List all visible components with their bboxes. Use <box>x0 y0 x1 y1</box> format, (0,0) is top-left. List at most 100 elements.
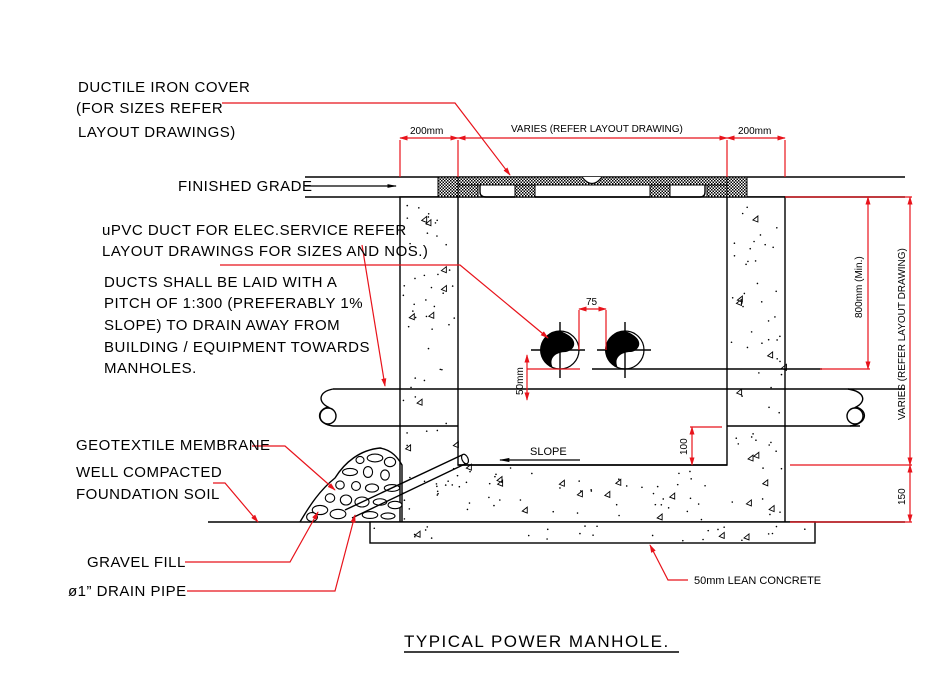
aggregate-dot <box>756 282 759 285</box>
gravel-stone <box>383 456 397 468</box>
aggregate-dot <box>431 328 433 330</box>
aggregate-dot <box>776 226 778 229</box>
aggregate-triangle <box>414 530 421 538</box>
gravel-stone <box>380 512 396 520</box>
aggregate-triangle <box>761 478 769 487</box>
aggregate-dot <box>584 525 586 527</box>
aggregate-dot <box>686 510 689 513</box>
aggregate-dot <box>458 485 461 488</box>
aggregate-dot <box>774 316 776 318</box>
aggregate-dot <box>414 316 417 319</box>
aggregate-dot <box>689 497 692 500</box>
gravel-fill <box>299 447 403 523</box>
aggregate-dot <box>439 368 442 371</box>
aggregate-triangle <box>496 475 503 484</box>
aggregate-dot <box>746 346 749 349</box>
aggregate-triangle <box>521 506 528 514</box>
aggregate-dot <box>746 206 748 209</box>
aggregate-dot <box>750 436 753 438</box>
aggregate-dot <box>406 217 409 219</box>
dim-wall-left: 200mm <box>410 126 443 137</box>
aggregate-dot <box>625 485 628 487</box>
right-dimensions <box>524 196 913 523</box>
aggregate-dot <box>676 483 679 486</box>
aggregate-dot <box>448 323 450 326</box>
aggregate-dot <box>776 339 778 341</box>
dim-total-depth: VARIES (REFER LAYOUT DRAWING) <box>897 248 908 420</box>
gravel-stone <box>329 508 347 520</box>
lean-concrete-label: 50mm LEAN CONCRETE <box>694 575 821 587</box>
aggregate-dot <box>451 484 454 486</box>
aggregate-dot <box>778 411 780 414</box>
aggregate-dot <box>618 478 620 481</box>
aggregate-dot <box>754 260 757 262</box>
aggregate-triangle <box>427 311 435 319</box>
aggregate-dot <box>760 301 763 303</box>
aggregate-dot <box>546 538 548 540</box>
aggregate-dot <box>767 338 770 341</box>
aggregate-dot <box>749 247 752 250</box>
aggregate-dot <box>403 499 406 502</box>
aggregate-dot <box>425 430 428 432</box>
dim-base-thickness: 150 <box>897 488 908 505</box>
aggregate-dot <box>689 470 691 473</box>
aggregate-dot <box>414 396 417 398</box>
drain-pipe-label: ø1” DRAIN PIPE <box>68 583 187 600</box>
aggregate-dot <box>441 368 443 371</box>
aggregate-dot <box>662 498 665 500</box>
aggregate-dot <box>414 377 417 379</box>
duct-pipe <box>318 388 905 427</box>
aggregate-dot <box>752 433 754 435</box>
aggregate-dot <box>426 526 429 528</box>
aggregate-dot <box>590 490 593 492</box>
aggregate-dot <box>580 490 582 492</box>
aggregate-dot <box>750 331 753 333</box>
aggregate-triangle <box>735 388 743 396</box>
aggregate-dot <box>436 494 439 496</box>
aggregate-triangle <box>425 218 432 227</box>
aggregate-dot <box>414 535 416 538</box>
soil-label: WELL COMPACTED FOUNDATION SOIL <box>76 464 222 503</box>
dim-wall-right: 200mm <box>738 126 771 137</box>
gravel-stone <box>361 510 379 520</box>
aggregate-dot <box>618 514 620 517</box>
aggregate-dot <box>660 503 663 506</box>
aggregate-dot <box>509 467 512 469</box>
aggregate-triangle <box>452 440 459 449</box>
gravel-stone <box>335 480 345 490</box>
gravel-stone <box>362 466 374 478</box>
lean-concrete-slab <box>369 521 816 544</box>
aggregate-dot <box>436 485 438 488</box>
aggregate-dot <box>775 525 778 528</box>
aggregate-dot <box>759 234 762 236</box>
aggregate-dot <box>409 242 411 245</box>
aggregate-dot <box>780 373 783 376</box>
aggregate-dot <box>733 242 736 245</box>
aggregate-dot <box>436 429 439 432</box>
aggregate-dot <box>771 532 774 535</box>
slope-label: SLOPE <box>530 446 567 458</box>
aggregate-dot <box>775 450 777 453</box>
manhole-structure <box>369 196 816 544</box>
aggregate-triangle <box>496 479 504 487</box>
aggregate-dot <box>466 508 469 511</box>
aggregate-dot <box>770 441 772 444</box>
aggregate-dot <box>742 305 744 308</box>
aggregate-dot <box>804 528 806 531</box>
aggregate-dot <box>424 529 427 531</box>
aggregate-dot <box>469 470 471 473</box>
gravel-stone <box>387 500 403 510</box>
duct-note: DUCTS SHALL BE LAID WITH A PITCH OF 1:30… <box>104 274 369 377</box>
aggregate-dot <box>735 437 738 440</box>
aggregate-dot <box>775 290 777 293</box>
aggregate-dot <box>409 476 411 479</box>
aggregate-dot <box>499 499 501 501</box>
aggregate-dot <box>731 501 734 503</box>
aggregate-dot <box>456 474 459 477</box>
aggregate-dot <box>702 538 704 541</box>
aggregate-dot <box>767 320 770 322</box>
aggregate-dot <box>488 482 491 485</box>
aggregate-dot <box>427 212 430 215</box>
aggregate-dot <box>769 513 771 516</box>
